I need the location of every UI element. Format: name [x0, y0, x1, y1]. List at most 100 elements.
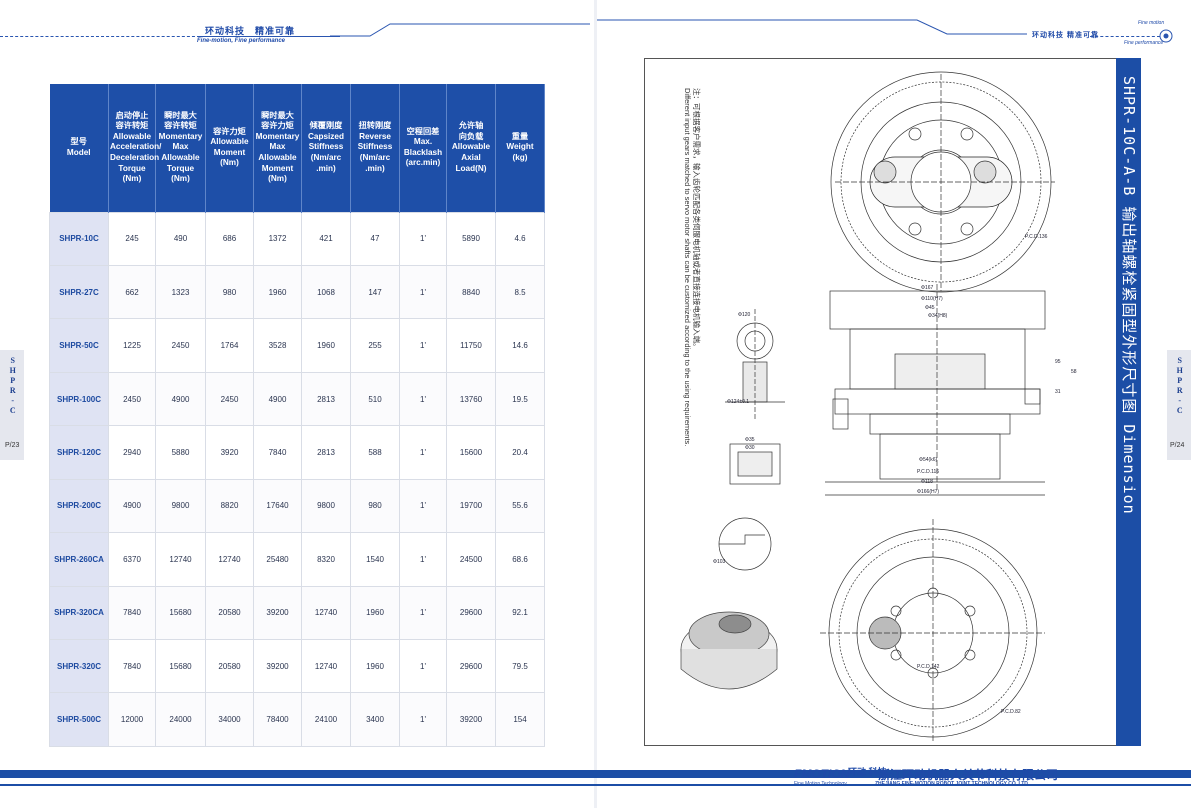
value-cell: 24000 — [155, 692, 206, 747]
column-header-line: Allowable — [210, 137, 249, 147]
value-cell: 1' — [399, 478, 447, 534]
model-cell: SHPR-27C — [49, 264, 109, 320]
value-cell: 2450 — [155, 318, 206, 373]
value-cell: 2813 — [301, 425, 351, 480]
side-tab-right-letters: SHPR-C — [1175, 356, 1185, 416]
header-wave-line — [330, 23, 590, 37]
column-header-line: Moment — [213, 147, 246, 157]
model-cell: SHPR-100C — [49, 371, 109, 427]
model-cell: SHPR-10C — [49, 211, 109, 266]
column-header-line: 向负载 — [458, 131, 484, 141]
column-header-line: Max — [269, 142, 286, 152]
drawing-title: SHPR-10C-A-B 输出轴螺栓紧固型外形尺寸图 Dimension — [1120, 76, 1138, 515]
model-cell: SHPR-200C — [49, 478, 109, 534]
drawing-note-cn: 注：可根据客户需求，输入齿轮匹配各类伺服电机轴或者直接连接电机输入端。 — [692, 88, 701, 351]
top-view — [830, 71, 1055, 293]
value-cell: 1225 — [108, 318, 156, 373]
value-cell: 1960 — [350, 585, 400, 641]
dim-gear-od: Φ35 — [745, 437, 755, 443]
footer-logo-cn: 环动 科技 — [848, 767, 887, 777]
side-tab-left: SHPR-C P/23 — [0, 350, 24, 460]
value-cell: 421 — [301, 211, 351, 266]
dimension-drawing: Φ167 Φ110(H7) Φ45 Φ34(H8) Φ120 Φ124±0.1 … — [644, 58, 1141, 746]
column-header-line: (Nm) — [171, 174, 190, 184]
section-view — [825, 284, 1046, 496]
value-cell: 686 — [205, 211, 254, 266]
column-header-line: .min) — [316, 163, 336, 173]
column-header-line: Max — [172, 142, 189, 152]
column-header-line: Load(N) — [455, 163, 487, 173]
dim-shaft: Φ54(k6) — [919, 457, 938, 463]
value-cell: 1764 — [205, 318, 254, 373]
footer-company-cn: 浙江环动机器人关节科技有限公司 — [878, 768, 1059, 782]
value-cell: 15680 — [155, 585, 206, 641]
value-cell: 78400 — [253, 692, 302, 747]
value-cell: 588 — [350, 425, 400, 480]
value-cell: 1372 — [253, 211, 302, 266]
dim-length-overall: 58 — [1071, 369, 1077, 375]
value-cell: 4900 — [253, 371, 302, 427]
value-cell: 13760 — [446, 371, 496, 427]
footer-company-en: ZHEJIANG FINE-MOTION ROBOT JOINT TECHNOL… — [875, 781, 1028, 787]
dim-input-diameter: Φ120 — [738, 312, 751, 318]
dim-hub-diameter: Φ45 — [925, 305, 935, 311]
value-cell: 79.5 — [495, 638, 545, 694]
dim-pcd-bottom: P.C.D.142 — [917, 664, 940, 670]
value-cell: 1' — [399, 532, 447, 587]
column-header-line: 倾覆刚度 — [309, 121, 343, 131]
value-cell: 8320 — [301, 532, 351, 587]
column-header-line: Moment — [261, 163, 294, 173]
value-cell: 154 — [495, 692, 545, 747]
value-cell: 1' — [399, 425, 447, 480]
value-cell: 9800 — [155, 478, 206, 534]
value-cell: 8.5 — [495, 264, 545, 320]
value-cell: 7840 — [253, 425, 302, 480]
value-cell: 147 — [350, 264, 400, 320]
column-header-line: Reverse — [359, 131, 391, 141]
column-header-line: Torque — [166, 163, 195, 173]
value-cell: 20580 — [205, 585, 254, 641]
drawing-svg — [680, 71, 1055, 743]
column-header-line: Torque — [118, 163, 146, 173]
value-cell: 255 — [350, 318, 400, 373]
bottom-view — [820, 519, 1045, 743]
value-cell: 92.1 — [495, 585, 545, 641]
column-header-line: 重量 — [511, 131, 529, 141]
dim-pcd-mid: P.C.D.116 — [917, 469, 940, 475]
column-header-line: (arc.min) — [405, 158, 441, 168]
column-header-line: (Nm/arc — [310, 153, 342, 163]
model-cell: SHPR-320C — [49, 638, 109, 694]
column-header-line: 容许转矩 — [164, 121, 197, 131]
value-cell: 34000 — [205, 692, 254, 747]
value-cell: 2450 — [205, 371, 254, 427]
value-cell: 29600 — [446, 638, 496, 694]
value-cell: 245 — [108, 211, 156, 266]
target-circle-icon — [1159, 29, 1173, 43]
value-cell: 11750 — [446, 318, 496, 373]
column-header-line: Model — [66, 147, 91, 157]
dim-length-total: 95 — [1055, 359, 1061, 365]
value-cell: 47 — [350, 211, 400, 266]
column-header-line: (Nm) — [220, 158, 239, 168]
value-cell: 4900 — [108, 478, 156, 534]
drawing-title-bar: SHPR-10C-A-B 输出轴螺栓紧固型外形尺寸图 Dimension — [1116, 58, 1141, 746]
header-right-brand-cn: 环动科技 精准可靠 — [1032, 32, 1099, 39]
drawing-note: 注：可根据客户需求，输入齿轮匹配各类伺服电机轴或者直接连接电机输入端。 Diff… — [684, 88, 702, 448]
value-cell: 1' — [399, 318, 447, 373]
value-cell: 15600 — [446, 425, 496, 480]
value-cell: 510 — [350, 371, 400, 427]
value-cell: 19700 — [446, 478, 496, 534]
value-cell: 2450 — [108, 371, 156, 427]
value-cell: 2940 — [108, 425, 156, 480]
value-cell: 490 — [155, 211, 206, 266]
value-cell: 25480 — [253, 532, 302, 587]
value-cell: 29600 — [446, 585, 496, 641]
value-cell: 4.6 — [495, 211, 545, 266]
